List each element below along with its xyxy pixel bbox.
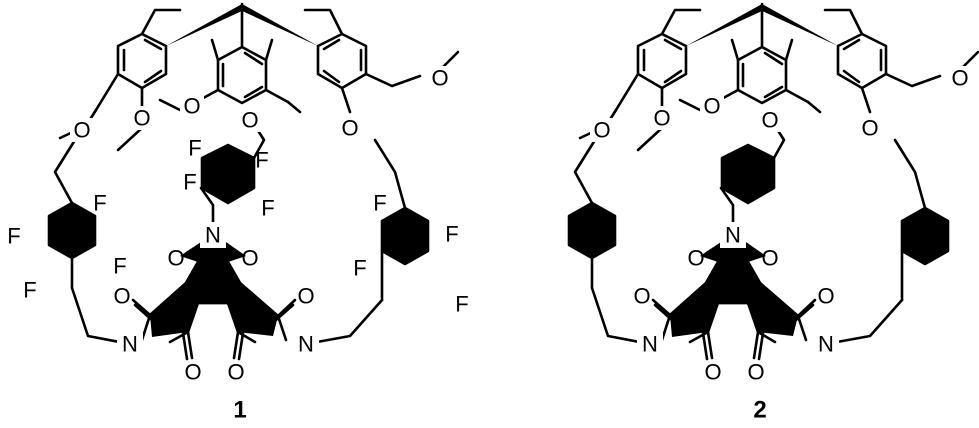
atom-O: O xyxy=(593,118,610,143)
compound-2-label: 2 xyxy=(753,397,766,424)
atom-F: F xyxy=(445,222,458,247)
atom-O: O xyxy=(761,108,778,133)
compound-1-atoms: N N N O O O O O O O O O O O O F F F xyxy=(7,66,468,385)
atom-O: O xyxy=(703,94,720,119)
compound-2: N N N O O O O O O O O O O O O 2 xyxy=(567,2,979,424)
atom-F: F xyxy=(7,224,20,249)
atom-O: O xyxy=(951,66,968,91)
atom-O: O xyxy=(817,284,834,309)
atom-F: F xyxy=(188,136,201,161)
atom-F: F xyxy=(353,256,366,281)
compound-1-skeleton xyxy=(47,2,460,361)
atom-F: F xyxy=(261,196,274,221)
atom-O: O xyxy=(184,360,201,385)
atom-F: F xyxy=(255,148,268,173)
compound-2-atoms: N N N O O O O O O O O O O O O xyxy=(590,66,972,385)
atom-F: F xyxy=(113,254,126,279)
atom-F: F xyxy=(455,292,468,317)
atom-O: O xyxy=(861,116,878,141)
atom-N-right: N xyxy=(818,332,834,357)
atom-O: O xyxy=(431,66,448,91)
atom-N-left: N xyxy=(642,332,658,357)
atom-N-top: N xyxy=(725,223,741,248)
atom-O: O xyxy=(133,106,150,131)
atom-N-left: N xyxy=(122,332,138,357)
atom-O: O xyxy=(761,246,778,271)
compound-1-label: 1 xyxy=(233,397,246,424)
atom-O: O xyxy=(341,116,358,141)
atom-F: F xyxy=(373,191,386,216)
atom-O: O xyxy=(704,360,721,385)
atom-O: O xyxy=(241,108,258,133)
atom-O: O xyxy=(241,246,258,271)
compound-2-skeleton xyxy=(567,2,979,361)
atom-F: F xyxy=(183,170,196,195)
atom-N-top: N xyxy=(205,223,221,248)
atom-F: F xyxy=(23,278,36,303)
atom-O: O xyxy=(747,360,764,385)
atom-O: O xyxy=(297,284,314,309)
atom-N-right: N xyxy=(298,332,314,357)
compound-1: #c1 .core-fill{fill:#1a86e8} #c1 .ring-f… xyxy=(7,2,469,424)
atom-F: F xyxy=(93,191,106,216)
atom-O: O xyxy=(653,106,670,131)
atom-O: O xyxy=(687,246,704,271)
atom-O: O xyxy=(73,118,90,143)
atom-O: O xyxy=(227,360,244,385)
atom-O: O xyxy=(183,94,200,119)
atom-O: O xyxy=(633,284,650,309)
atom-O: O xyxy=(167,246,184,271)
atom-O: O xyxy=(113,284,130,309)
